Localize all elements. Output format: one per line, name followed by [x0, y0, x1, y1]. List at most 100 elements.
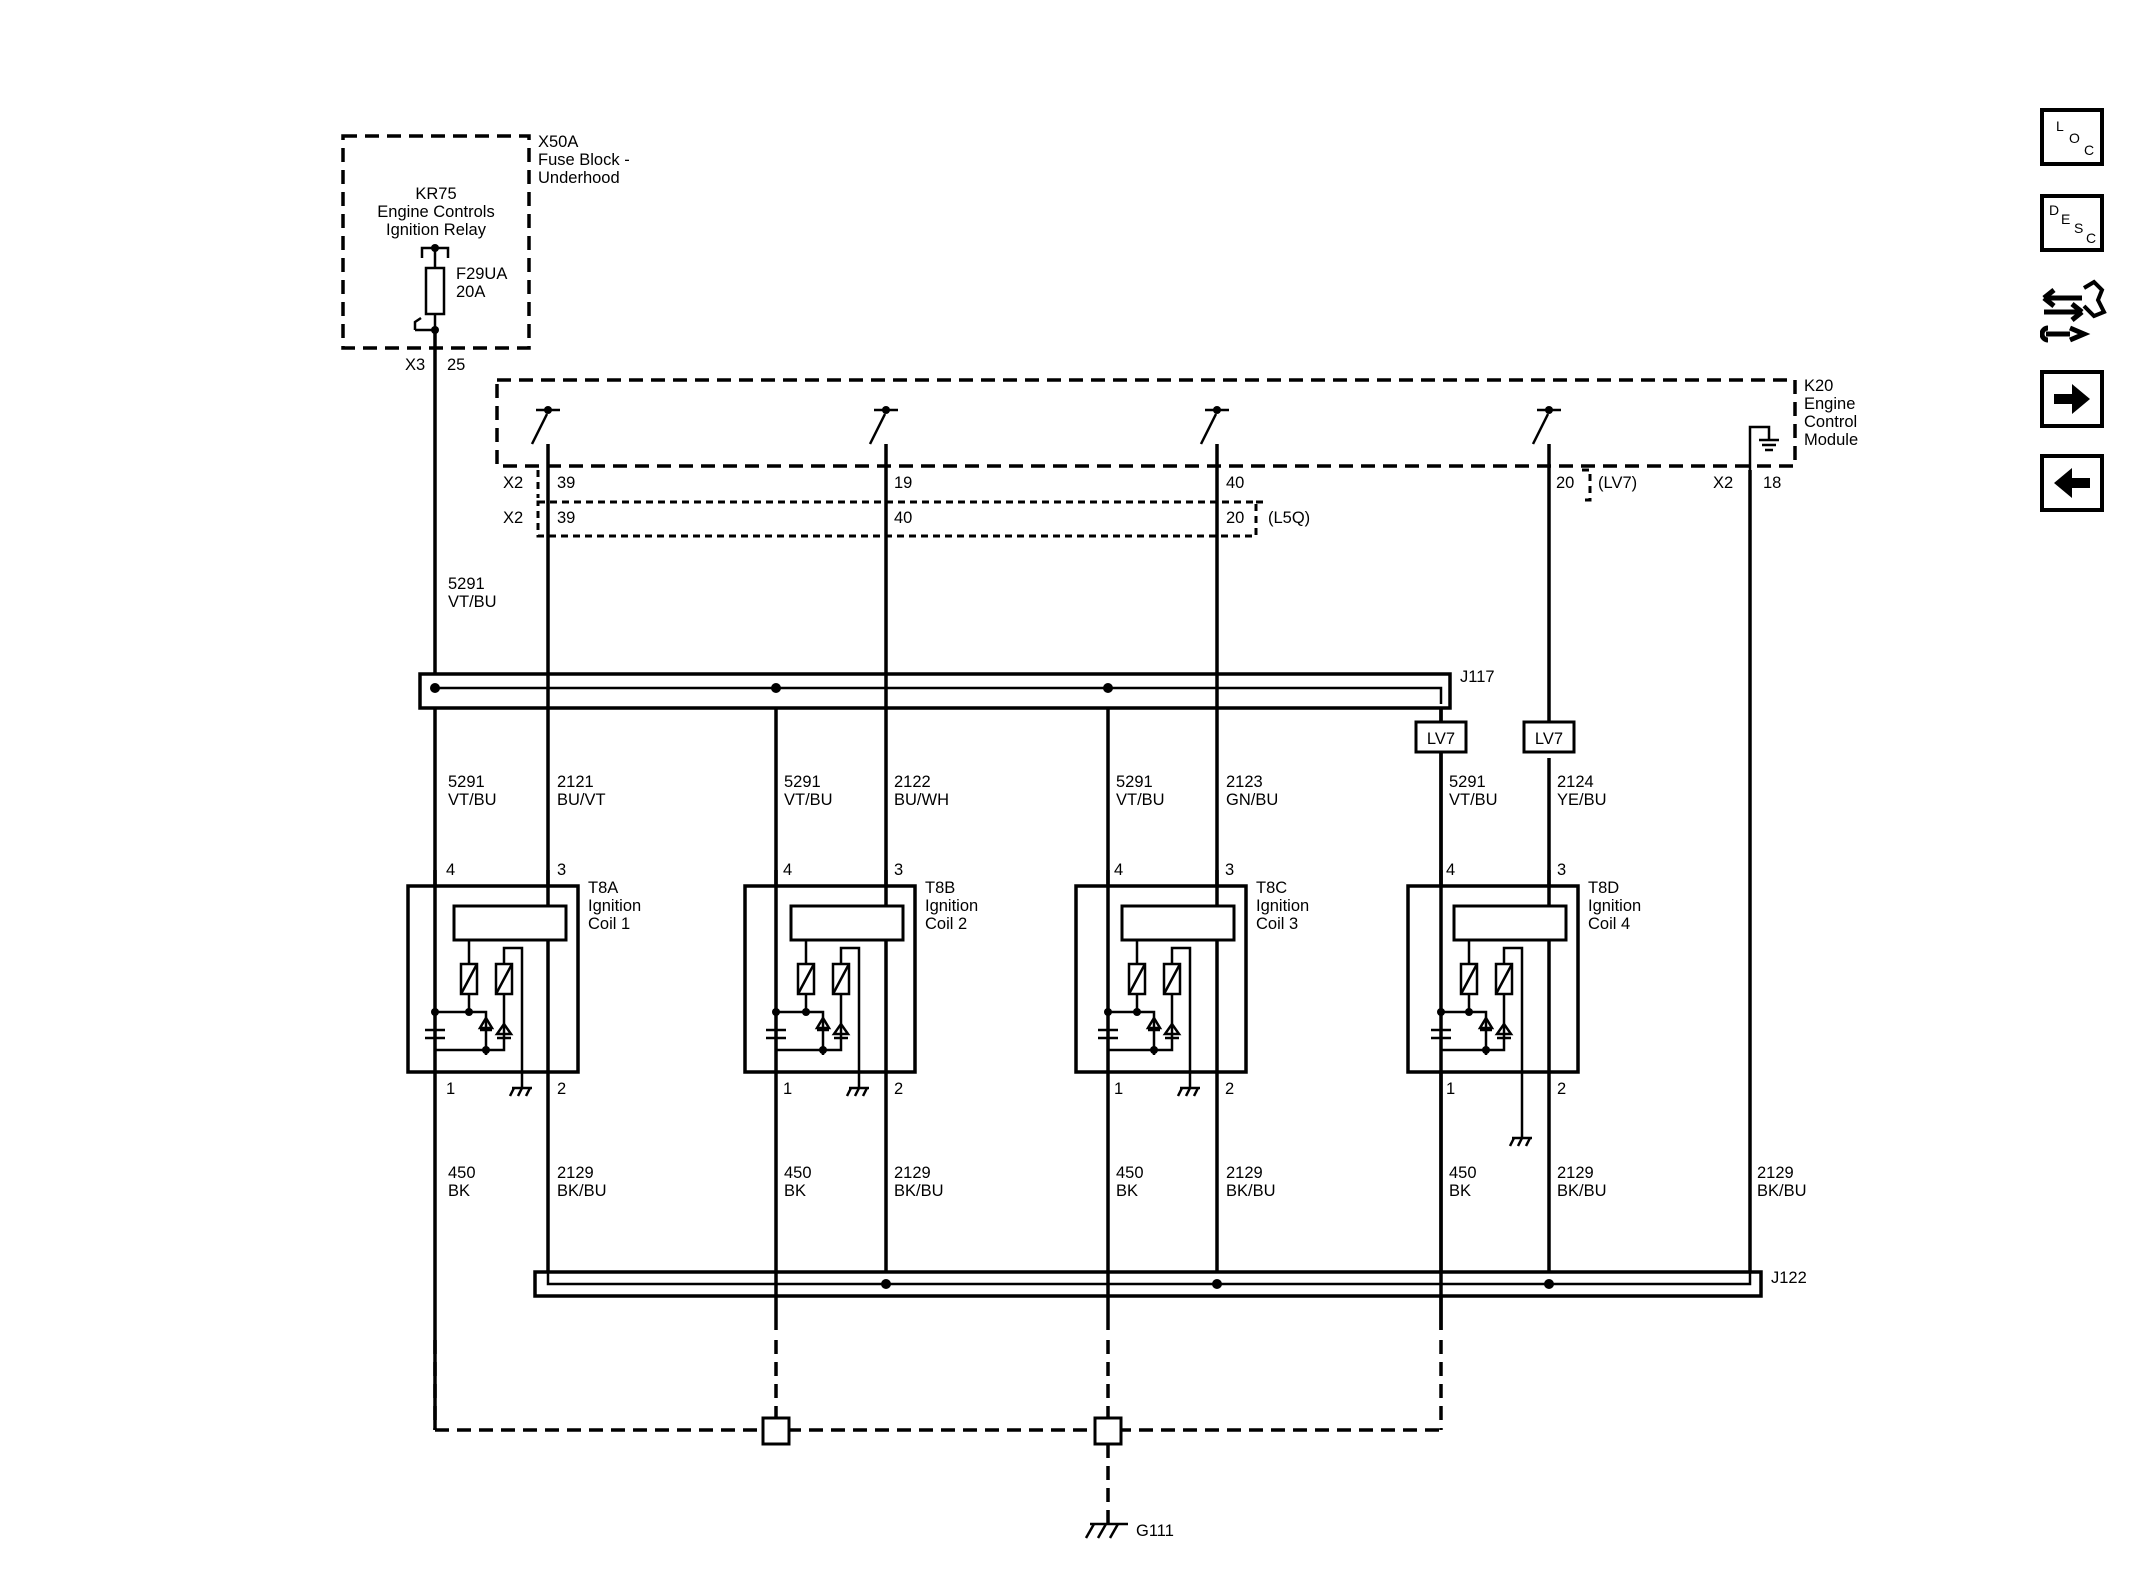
- fuse-block-x50a: X50A Fuse Block - Underhood KR75 Engine …: [341, 133, 630, 374]
- wire-circuit: 2129: [1557, 1164, 1594, 1182]
- wire-circuit: 2122: [894, 773, 931, 791]
- description-button[interactable]: D E S C: [2040, 194, 2104, 252]
- loc-letter: L: [2056, 118, 2064, 134]
- ecm-driver-switch: [530, 406, 560, 470]
- wire-circuit: 2123: [1226, 773, 1263, 791]
- wire-circuit: 2129: [894, 1164, 931, 1182]
- ignition-coil-2: 4 3 1 2 T8B Ignition Coil 2: [743, 861, 978, 1098]
- ecm-id: K20: [1804, 377, 1833, 395]
- wire-circuit: 2129: [1757, 1164, 1794, 1182]
- fuse-block-id: X50A: [538, 133, 578, 151]
- coil-pin: 4: [446, 861, 455, 879]
- wire-circuit: 2129: [557, 1164, 594, 1182]
- wire-color: GN/BU: [1226, 791, 1278, 809]
- next-page-button[interactable]: [2040, 370, 2104, 428]
- wires: [433, 330, 1752, 1430]
- ecm-connector-label: X2: [1713, 474, 1733, 492]
- ecm-pin: 40: [894, 509, 912, 527]
- coil-name-1: Ignition: [588, 897, 641, 915]
- wire-circuit: 2124: [1557, 773, 1594, 791]
- coil-name-2: Coil 1: [588, 915, 630, 933]
- splice-j122: J122: [533, 1269, 1807, 1298]
- wire-circuit: 5291: [448, 773, 485, 791]
- ground-network: G111: [433, 1340, 1443, 1540]
- wire-color: BK/BU: [1557, 1182, 1607, 1200]
- ecm-option-l5q: (L5Q): [1268, 509, 1310, 527]
- ground-label: G111: [1136, 1522, 1174, 1540]
- ecm-driver-switch: [868, 406, 898, 470]
- wire-color: BU/VT: [557, 791, 606, 809]
- wire-color: BK/BU: [1226, 1182, 1276, 1200]
- wire-circuit: 5291: [784, 773, 821, 791]
- relay-id: KR75: [415, 185, 456, 203]
- wire-color: VT/BU: [448, 593, 497, 611]
- wire-color: BK: [784, 1182, 806, 1200]
- location-button[interactable]: L O C: [2040, 108, 2104, 166]
- fuse-id: F29UA: [456, 265, 507, 283]
- wire-color: VT/BU: [1449, 791, 1498, 809]
- coil-pin: 1: [1114, 1080, 1123, 1098]
- wire-color: BK: [1116, 1182, 1138, 1200]
- ecm-driver-switch: [1199, 406, 1229, 470]
- wire-color: BK/BU: [1757, 1182, 1807, 1200]
- fuse-block-name-2: Underhood: [538, 169, 620, 187]
- ecm-ground-pin: 18: [1763, 474, 1781, 492]
- option-box-lv7: LV7: [1535, 730, 1563, 748]
- coil-wire-labels-top: 5291 VT/BU 2121 BU/VT 5291 VT/BU 2122 BU…: [448, 773, 1607, 809]
- coil-pin: 2: [1557, 1080, 1566, 1098]
- coil-pin: 2: [557, 1080, 566, 1098]
- coil-name-1: Ignition: [1588, 897, 1641, 915]
- coil-pin: 2: [894, 1080, 903, 1098]
- desc-letter: S: [2074, 220, 2084, 236]
- coil-wire-labels-bottom: 450 BK 2129 BK/BU 450 BK 2129 BK/BU 450 …: [448, 1164, 1807, 1200]
- fuse-connector: X3: [405, 356, 425, 374]
- coil-name-1: Ignition: [1256, 897, 1309, 915]
- coil-pin: 1: [783, 1080, 792, 1098]
- arrow-left-icon: [2054, 468, 2090, 498]
- ecm-pin: 20: [1556, 474, 1574, 492]
- previous-page-button[interactable]: [2040, 454, 2104, 512]
- relay-name-1: Engine Controls: [377, 203, 494, 221]
- ecm-pin: 40: [1226, 474, 1244, 492]
- loc-letter: C: [2084, 142, 2095, 158]
- coil-pin: 3: [1225, 861, 1234, 879]
- connector-repair-icon[interactable]: [2039, 276, 2108, 346]
- wire-color: BK/BU: [894, 1182, 944, 1200]
- ecm-name-1: Engine: [1804, 395, 1855, 413]
- wire-color: VT/BU: [1116, 791, 1165, 809]
- coil-id: T8A: [588, 879, 618, 897]
- wire-color: BK: [448, 1182, 470, 1200]
- wire-circuit: 450: [1116, 1164, 1144, 1182]
- ecm-name-2: Control: [1804, 413, 1857, 431]
- wire-color: BK/BU: [557, 1182, 607, 1200]
- ecm-option-lv7: (LV7): [1598, 474, 1637, 492]
- ecm-connector-label: X2: [503, 474, 523, 492]
- fuse-icon: [424, 266, 446, 316]
- wire-color: YE/BU: [1557, 791, 1607, 809]
- coil-pin: 4: [783, 861, 792, 879]
- coil-pin: 2: [1225, 1080, 1234, 1098]
- ecm-pin: 20: [1226, 509, 1244, 527]
- ignition-coil-3: 4 3 1 2 T8C Ignition Coil 3: [1074, 861, 1309, 1098]
- coil-pin: 1: [1446, 1080, 1455, 1098]
- coil-pin: 4: [1446, 861, 1455, 879]
- desc-letter: D: [2049, 202, 2060, 218]
- coil-pin: 3: [894, 861, 903, 879]
- coil-name-2: Coil 3: [1256, 915, 1298, 933]
- fuse-rating: 20A: [456, 283, 485, 301]
- wire-color: BU/WH: [894, 791, 949, 809]
- wire-circuit: 5291: [448, 575, 485, 593]
- wire-circuit: 2129: [1226, 1164, 1263, 1182]
- fuse-pin: 25: [447, 356, 465, 374]
- coil-pin: 4: [1114, 861, 1123, 879]
- wire-circuit: 450: [448, 1164, 476, 1182]
- wire-circuit: 450: [1449, 1164, 1477, 1182]
- ecm-driver-switch: [1531, 406, 1561, 470]
- wire-circuit: 5291: [1449, 773, 1486, 791]
- coil-name-2: Coil 4: [1588, 915, 1630, 933]
- wire-circuit: 2121: [557, 773, 594, 791]
- relay-name-2: Ignition Relay: [386, 221, 487, 239]
- wire-circuit: 450: [784, 1164, 812, 1182]
- ground-icon: [1084, 1522, 1128, 1539]
